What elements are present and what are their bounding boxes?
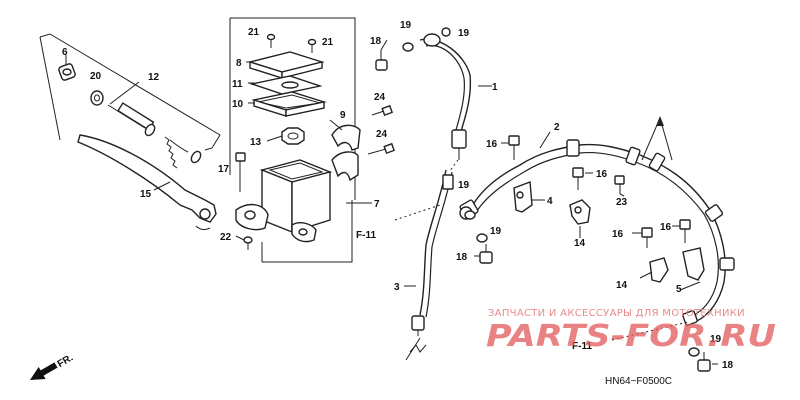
front-arrow: FR. — [30, 352, 76, 380]
label-19-mid: 19 — [458, 180, 470, 191]
bolt-24-upper — [371, 104, 394, 117]
bolt-18-lower-right — [697, 352, 711, 372]
screw-21-left — [266, 33, 276, 48]
label-10: 10 — [232, 99, 244, 110]
part-numbers: 1 2 3 4 5 6 7 8 9 10 11 12 13 14 14 14 1… — [62, 20, 734, 371]
washer-13 — [281, 127, 305, 145]
label-12: 12 — [148, 72, 160, 83]
master-cylinder-group — [39, 17, 396, 263]
hoses-right — [459, 116, 735, 372]
bolt-16-d — [679, 219, 691, 243]
ref-f11-right: F-11 — [572, 341, 592, 352]
label-1: 1 — [492, 82, 498, 93]
screw-21-right — [307, 38, 317, 53]
label-19-top-left: 19 — [400, 20, 412, 31]
label-19-low: 19 — [490, 226, 502, 237]
label-13: 13 — [250, 137, 262, 148]
bolt-6 — [58, 63, 76, 81]
label-14-right: 14 — [616, 280, 628, 291]
washer-20 — [90, 90, 104, 106]
bolt-23 — [614, 175, 625, 194]
label-22: 22 — [220, 232, 232, 243]
washer-19-low-right — [688, 347, 700, 357]
label-18-lower-right: 18 — [722, 360, 734, 371]
diaphragm-10 — [251, 91, 327, 117]
label-19-low-right: 19 — [710, 334, 722, 345]
hoses-center — [375, 27, 472, 361]
label-16-d: 16 — [660, 222, 672, 233]
label-15: 15 — [140, 189, 152, 200]
label-11: 11 — [232, 79, 243, 90]
label-24-upper: 24 — [374, 92, 386, 103]
label-6: 6 — [62, 47, 68, 58]
bolt-17 — [235, 152, 246, 192]
label-21-left: 21 — [248, 27, 260, 38]
label-3: 3 — [394, 282, 400, 293]
label-16-b: 16 — [596, 169, 608, 180]
bolt-18-lower-left — [479, 244, 493, 264]
bolt-18-top — [375, 50, 388, 71]
label-19-top-right: 19 — [458, 28, 470, 39]
washer-19-mid — [464, 210, 476, 220]
label-5: 5 — [676, 284, 682, 295]
screw-22 — [243, 236, 253, 250]
watermark-tagline: ЗАПЧАСТИ И АКСЕССУАРЫ ДЛЯ МОТОТЕХНИКИ — [488, 308, 745, 319]
lever-parts-box — [39, 33, 221, 151]
label-24-lower: 24 — [376, 129, 388, 140]
washer-19-top-right — [441, 27, 451, 37]
diagram-code: HN64−F0500C — [605, 376, 672, 387]
clamp-14-right — [649, 257, 669, 283]
master-cylinder-body-7 — [235, 159, 333, 243]
piston-set-12 — [107, 102, 202, 169]
label-16-a: 16 — [486, 139, 498, 150]
watermark-brand: PARTS-FOR.RU — [486, 319, 776, 354]
label-8: 8 — [236, 58, 242, 69]
bolt-16-a — [508, 135, 520, 160]
fr-label: FR. — [56, 352, 76, 370]
label-2: 2 — [554, 122, 560, 133]
label-20: 20 — [90, 71, 102, 82]
holder-9 — [331, 124, 361, 151]
label-4: 4 — [547, 196, 553, 207]
upper-hose-1 — [419, 38, 472, 146]
label-21-right: 21 — [322, 37, 334, 48]
label-23: 23 — [616, 197, 628, 208]
bolt-24-lower — [367, 142, 396, 155]
ref-f11-left: F-11 — [356, 230, 376, 241]
label-18-lower-left: 18 — [456, 252, 468, 263]
label-14-mid: 14 — [574, 238, 586, 249]
brake-lever-15 — [77, 134, 217, 223]
label-17: 17 — [218, 164, 230, 175]
leader-lines — [65, 39, 718, 365]
label-7: 7 — [374, 199, 380, 210]
bolt-16-b — [572, 167, 584, 190]
washer-19-top-left — [402, 42, 414, 52]
label-16-c: 16 — [612, 229, 624, 240]
label-9: 9 — [340, 110, 346, 121]
washer-19-low-left — [476, 233, 488, 243]
label-18-top: 18 — [370, 36, 382, 47]
clamp-5 — [682, 247, 705, 281]
